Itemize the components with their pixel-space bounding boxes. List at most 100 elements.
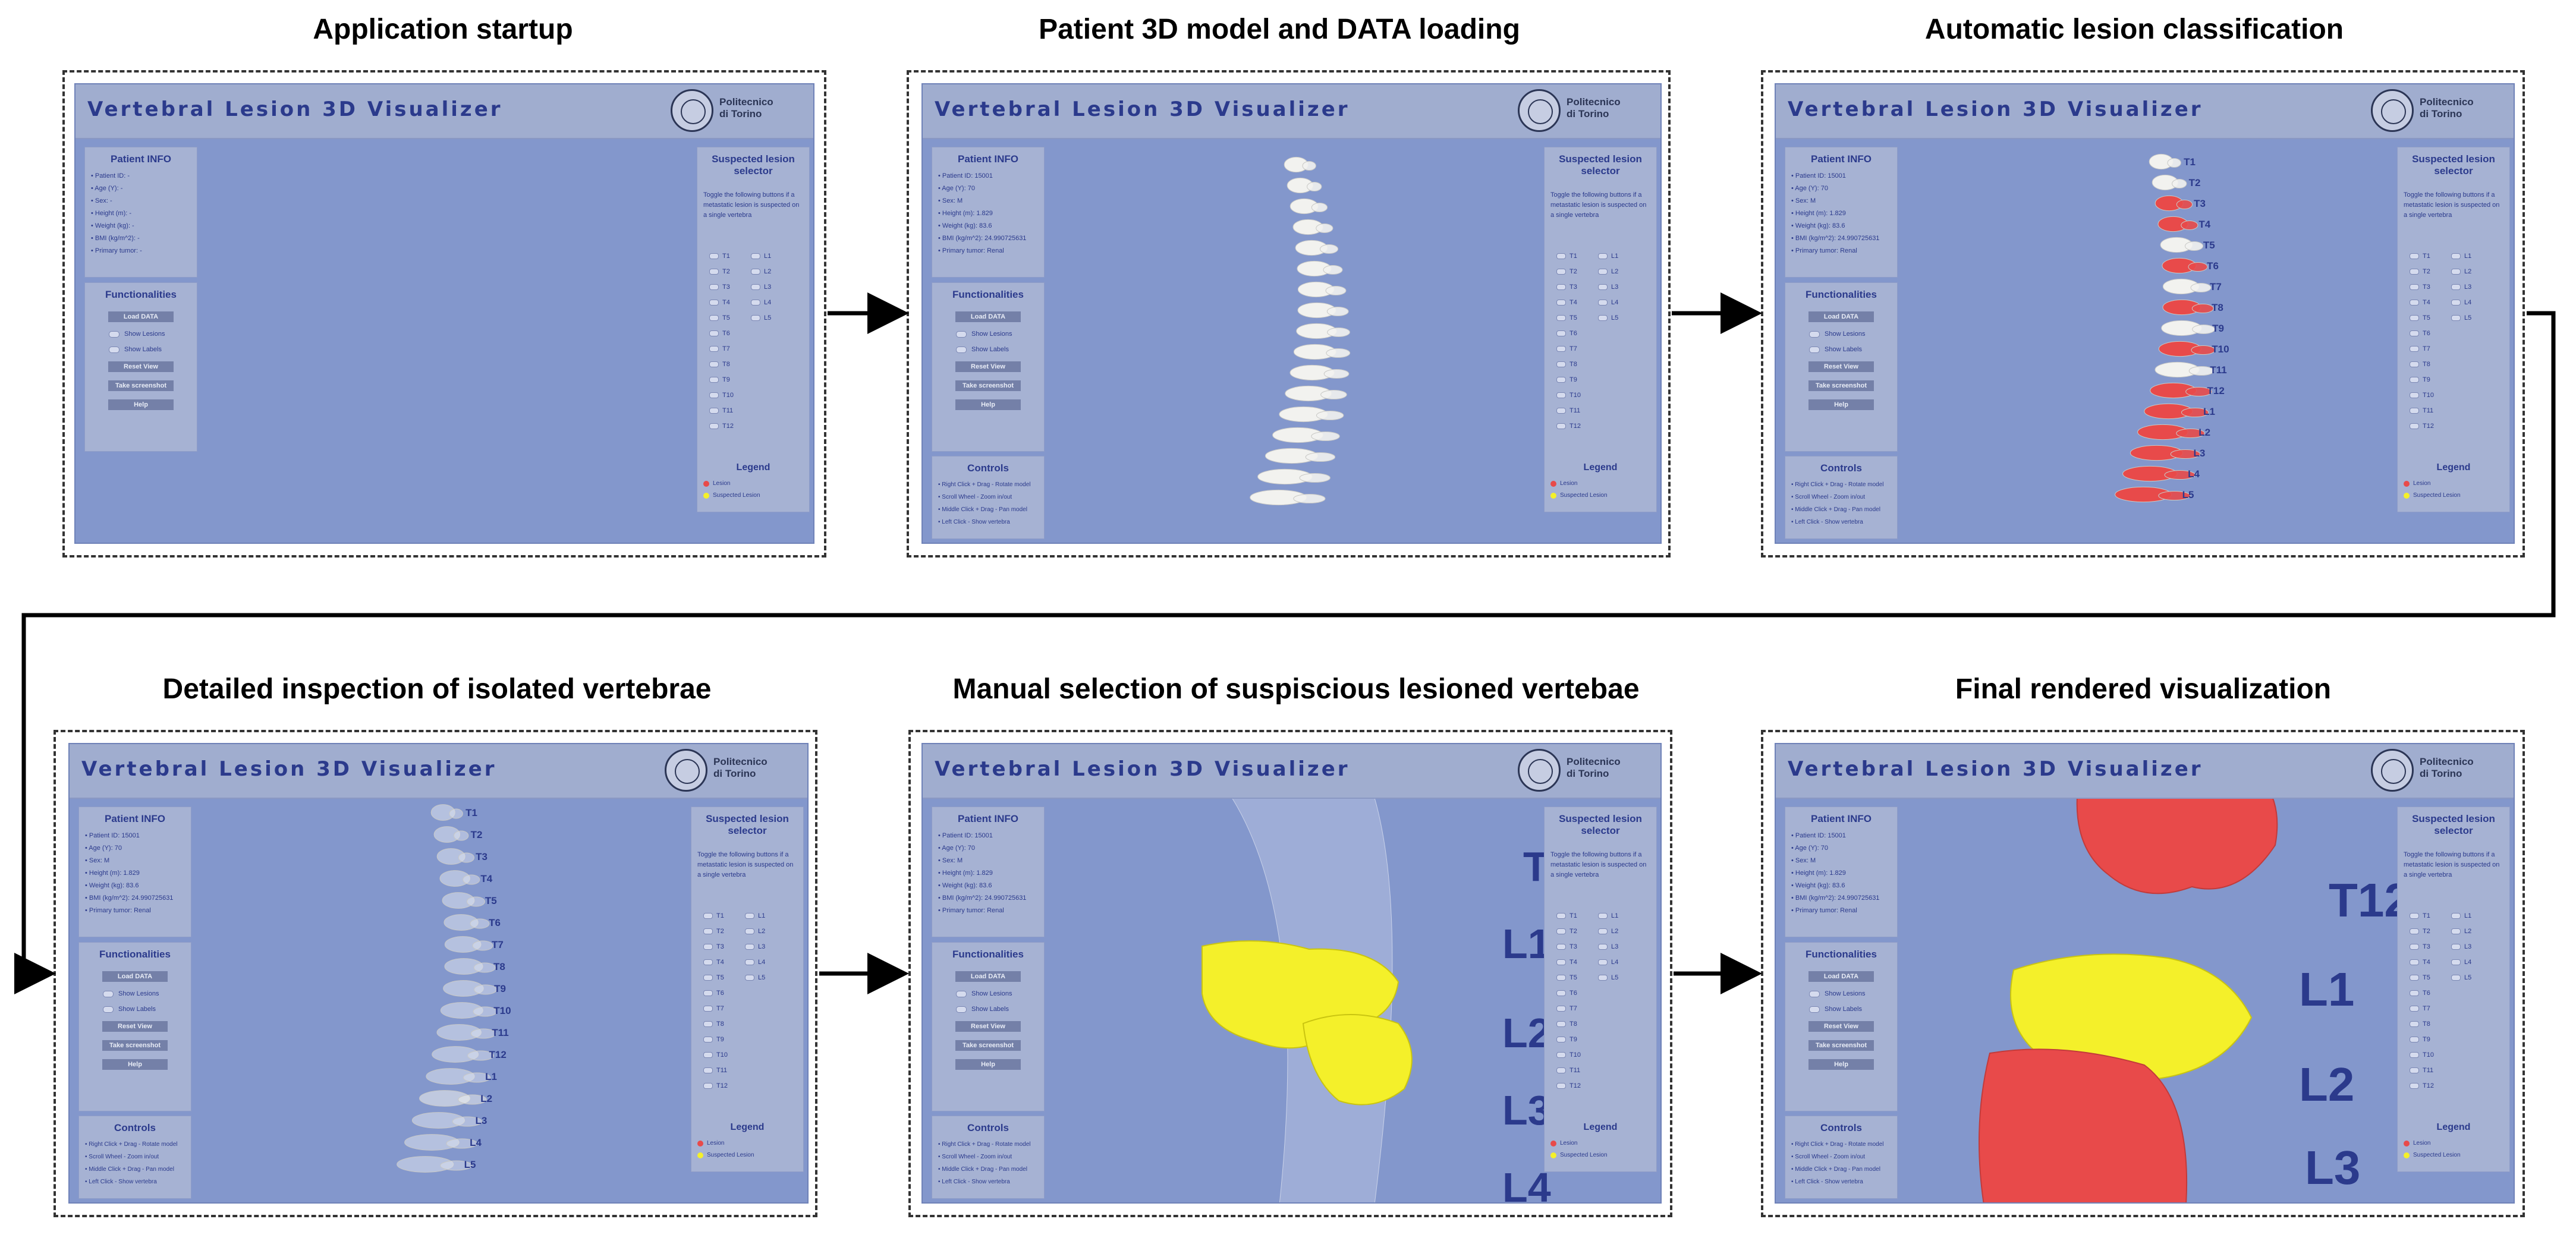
- show-labels-toggle[interactable]: Show Labels: [956, 346, 1044, 353]
- reset-view-button[interactable]: Reset View: [1808, 1021, 1874, 1032]
- vertebra-toggle-t7[interactable]: T7: [2410, 1001, 2434, 1016]
- vertebra-toggle-t10[interactable]: T10: [1556, 388, 1581, 403]
- vertebra-toggle-l1[interactable]: L1: [1598, 248, 1618, 264]
- show-lesions-toggle[interactable]: Show Lesions: [956, 330, 1044, 338]
- vertebra-toggle-t3[interactable]: T3: [1556, 279, 1581, 295]
- load-data-button[interactable]: Load DATA: [1808, 311, 1874, 322]
- vertebra-toggle-t3[interactable]: T3: [703, 939, 728, 955]
- show-labels-toggle[interactable]: Show Labels: [103, 1006, 191, 1013]
- vertebra-toggle-t6[interactable]: T6: [703, 985, 728, 1001]
- show-lesions-toggle[interactable]: Show Lesions: [1809, 330, 1897, 338]
- vertebra-toggle-t7[interactable]: T7: [1556, 341, 1581, 357]
- show-labels-toggle[interactable]: Show Labels: [109, 346, 197, 353]
- vertebra-toggle-t4[interactable]: T4: [2410, 295, 2434, 310]
- vertebra-toggle-l5[interactable]: L5: [2451, 970, 2471, 985]
- help-button[interactable]: Help: [108, 399, 174, 410]
- vertebra-toggle-t9[interactable]: T9: [709, 372, 734, 388]
- vertebra-toggle-t8[interactable]: T8: [2410, 1016, 2434, 1032]
- vertebra-toggle-t1[interactable]: T1: [1556, 908, 1581, 924]
- help-button[interactable]: Help: [102, 1059, 168, 1070]
- vertebra-toggle-t1[interactable]: T1: [703, 908, 728, 924]
- load-data-button[interactable]: Load DATA: [102, 971, 168, 982]
- vertebra-toggle-t5[interactable]: T5: [1556, 310, 1581, 326]
- vertebra-toggle-l3[interactable]: L3: [751, 279, 771, 295]
- vertebra-toggle-t2[interactable]: T2: [1556, 924, 1581, 939]
- vertebra-toggle-t7[interactable]: T7: [1556, 1001, 1581, 1016]
- show-lesions-toggle[interactable]: Show Lesions: [1809, 990, 1897, 997]
- vertebra-toggle-l1[interactable]: L1: [1598, 908, 1618, 924]
- vertebra-toggle-l3[interactable]: L3: [1598, 939, 1618, 955]
- take-screenshot-button[interactable]: Take screenshot: [1808, 380, 1874, 391]
- vertebra-toggle-l2[interactable]: L2: [1598, 264, 1618, 279]
- show-labels-toggle[interactable]: Show Labels: [1809, 1006, 1897, 1013]
- reset-view-button[interactable]: Reset View: [108, 361, 174, 372]
- vertebra-toggle-l4[interactable]: L4: [2451, 955, 2471, 970]
- vertebra-toggle-t9[interactable]: T9: [1556, 1032, 1581, 1047]
- load-data-button[interactable]: Load DATA: [955, 971, 1021, 982]
- vertebra-toggle-t4[interactable]: T4: [1556, 295, 1581, 310]
- vertebra-toggle-t3[interactable]: T3: [2410, 939, 2434, 955]
- vertebra-toggle-t10[interactable]: T10: [2410, 1047, 2434, 1063]
- vertebra-toggle-t2[interactable]: T2: [1556, 264, 1581, 279]
- reset-view-button[interactable]: Reset View: [102, 1021, 168, 1032]
- take-screenshot-button[interactable]: Take screenshot: [108, 380, 174, 391]
- vertebra-toggle-t12[interactable]: T12: [1556, 418, 1581, 434]
- vertebra-toggle-t5[interactable]: T5: [709, 310, 734, 326]
- vertebra-toggle-t10[interactable]: T10: [2410, 388, 2434, 403]
- vertebra-toggle-t1[interactable]: T1: [2410, 908, 2434, 924]
- vertebra-toggle-t4[interactable]: T4: [703, 955, 728, 970]
- load-data-button[interactable]: Load DATA: [108, 311, 174, 322]
- vertebra-toggle-t4[interactable]: T4: [709, 295, 734, 310]
- take-screenshot-button[interactable]: Take screenshot: [955, 380, 1021, 391]
- vertebra-toggle-t1[interactable]: T1: [709, 248, 734, 264]
- vertebra-toggle-t3[interactable]: T3: [2410, 279, 2434, 295]
- vertebra-toggle-t12[interactable]: T12: [703, 1078, 728, 1094]
- vertebra-toggle-l3[interactable]: L3: [1598, 279, 1618, 295]
- vertebra-toggle-l1[interactable]: L1: [2451, 248, 2471, 264]
- vertebra-toggle-t12[interactable]: T12: [2410, 1078, 2434, 1094]
- vertebra-toggle-t11[interactable]: T11: [703, 1063, 728, 1078]
- vertebra-toggle-l1[interactable]: L1: [2451, 908, 2471, 924]
- help-button[interactable]: Help: [955, 399, 1021, 410]
- vertebra-toggle-t9[interactable]: T9: [2410, 372, 2434, 388]
- vertebra-toggle-l2[interactable]: L2: [2451, 264, 2471, 279]
- vertebra-toggle-t12[interactable]: T12: [709, 418, 734, 434]
- help-button[interactable]: Help: [1808, 1059, 1874, 1070]
- vertebra-toggle-t12[interactable]: T12: [2410, 418, 2434, 434]
- show-lesions-toggle[interactable]: Show Lesions: [103, 990, 191, 997]
- vertebra-toggle-l5[interactable]: L5: [2451, 310, 2471, 326]
- vertebra-toggle-t5[interactable]: T5: [2410, 310, 2434, 326]
- vertebra-toggle-t8[interactable]: T8: [1556, 1016, 1581, 1032]
- vertebra-toggle-l5[interactable]: L5: [1598, 970, 1618, 985]
- vertebra-toggle-l4[interactable]: L4: [751, 295, 771, 310]
- vertebra-toggle-t6[interactable]: T6: [2410, 326, 2434, 341]
- show-labels-toggle[interactable]: Show Labels: [1809, 346, 1897, 353]
- vertebra-toggle-t2[interactable]: T2: [2410, 264, 2434, 279]
- reset-view-button[interactable]: Reset View: [955, 361, 1021, 372]
- vertebra-toggle-t6[interactable]: T6: [2410, 985, 2434, 1001]
- help-button[interactable]: Help: [955, 1059, 1021, 1070]
- vertebra-toggle-t7[interactable]: T7: [703, 1001, 728, 1016]
- vertebra-toggle-t11[interactable]: T11: [1556, 1063, 1581, 1078]
- vertebra-toggle-t10[interactable]: T10: [709, 388, 734, 403]
- vertebra-toggle-t5[interactable]: T5: [703, 970, 728, 985]
- vertebra-toggle-t11[interactable]: T11: [2410, 403, 2434, 418]
- vertebra-toggle-t1[interactable]: T1: [1556, 248, 1581, 264]
- vertebra-toggle-t2[interactable]: T2: [2410, 924, 2434, 939]
- vertebra-toggle-t9[interactable]: T9: [703, 1032, 728, 1047]
- reset-view-button[interactable]: Reset View: [1808, 361, 1874, 372]
- viewport-3d[interactable]: [923, 84, 1662, 544]
- vertebra-toggle-t8[interactable]: T8: [1556, 357, 1581, 372]
- vertebra-toggle-l4[interactable]: L4: [2451, 295, 2471, 310]
- vertebra-toggle-t12[interactable]: T12: [1556, 1078, 1581, 1094]
- vertebra-toggle-t3[interactable]: T3: [709, 279, 734, 295]
- vertebra-toggle-l1[interactable]: L1: [751, 248, 771, 264]
- vertebra-toggle-t8[interactable]: T8: [709, 357, 734, 372]
- vertebra-toggle-l2[interactable]: L2: [2451, 924, 2471, 939]
- vertebra-toggle-t11[interactable]: T11: [2410, 1063, 2434, 1078]
- vertebra-toggle-t3[interactable]: T3: [1556, 939, 1581, 955]
- vertebra-toggle-l4[interactable]: L4: [1598, 955, 1618, 970]
- vertebra-toggle-t6[interactable]: T6: [1556, 326, 1581, 341]
- vertebra-toggle-l5[interactable]: L5: [1598, 310, 1618, 326]
